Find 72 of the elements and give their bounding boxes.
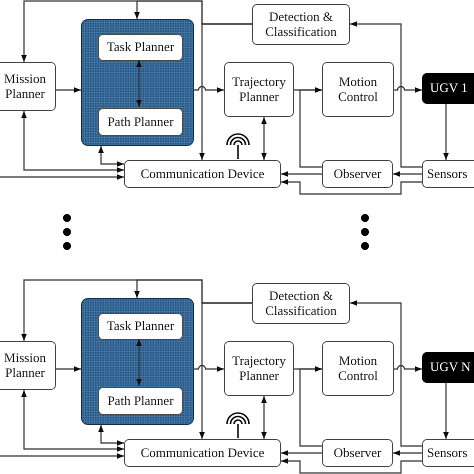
node-label: Motion Control [337, 354, 379, 383]
arrow [299, 366, 322, 447]
arrow [443, 104, 449, 160]
vehicle-box [422, 73, 474, 104]
process-box [252, 4, 350, 45]
node-label: UGV 1 [430, 81, 468, 96]
process-box [322, 439, 393, 467]
process-box [98, 34, 183, 61]
arrow [0, 174, 124, 180]
node-label: Task Planner [106, 319, 174, 334]
process-box [124, 439, 281, 467]
arrow [350, 300, 422, 447]
process-box [322, 341, 394, 396]
node-label: Mission Planner [3, 72, 47, 101]
process-box [224, 341, 294, 396]
arrow [281, 450, 322, 456]
node-label: Communication Device [140, 166, 264, 182]
node-label: Trajectory Planner [231, 75, 287, 104]
node-label: Sensors [427, 446, 468, 460]
node-label: Sensors [427, 166, 468, 182]
node-label: Detection & Classification [264, 289, 338, 318]
process-box [252, 283, 350, 324]
process-box [422, 160, 474, 188]
node-label: Communication Device [140, 446, 264, 460]
arrow [393, 450, 422, 456]
arrow [0, 453, 124, 459]
arrow [21, 111, 124, 173]
arrow [56, 366, 81, 372]
planner-group-box [81, 298, 194, 425]
arrow [56, 87, 81, 93]
arrow [299, 87, 322, 168]
process-box [0, 62, 56, 111]
arrow [199, 23, 252, 160]
node-label: Observer [334, 446, 382, 460]
arrow [350, 21, 422, 168]
node-label: Task Planner [106, 40, 174, 55]
node-label: Mission Planner [3, 351, 47, 380]
arrow [443, 383, 449, 439]
planner-group-box [81, 19, 194, 146]
arrow [199, 302, 252, 439]
arrow [136, 60, 142, 107]
arrow [136, 339, 142, 386]
node-label: UGV N [430, 360, 471, 375]
arrow [194, 86, 224, 93]
arrow [261, 396, 267, 439]
arrow [394, 364, 422, 372]
arrow [98, 425, 124, 446]
vehicle-box [422, 352, 474, 383]
process-box [124, 160, 281, 188]
node-label: Path Planner [107, 394, 174, 408]
process-box [422, 439, 474, 467]
arrow [281, 458, 422, 474]
arrow [393, 171, 422, 177]
arrow [281, 171, 322, 177]
node-label: Detection & Classification [264, 10, 338, 39]
arrow [98, 146, 124, 167]
node-label: Path Planner [107, 114, 174, 130]
arrow [194, 364, 224, 372]
process-box [0, 341, 56, 390]
node-label: Motion Control [337, 75, 379, 104]
arrow [394, 86, 422, 93]
process-box [224, 62, 294, 117]
process-box [322, 62, 394, 117]
arrow [261, 117, 267, 160]
node-label: Observer [334, 166, 382, 182]
process-box [98, 108, 183, 136]
process-box [322, 160, 393, 188]
arrow [281, 179, 422, 195]
node-label: Trajectory Planner [231, 354, 287, 383]
arrow [21, 390, 124, 452]
process-box [98, 387, 183, 415]
process-box [98, 313, 183, 340]
